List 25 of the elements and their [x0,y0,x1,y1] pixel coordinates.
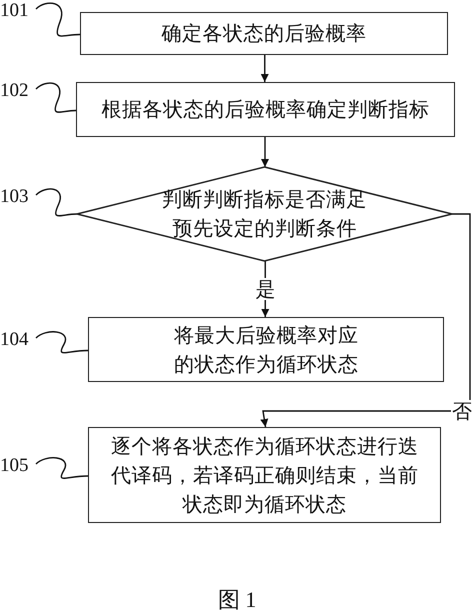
leader-line [36,2,80,37]
step-number: 104 [0,329,34,351]
leader-line [36,82,76,113]
step-number: 105 [0,455,34,477]
step-number: 103 [0,186,34,208]
step-text: 根据各状态的后验概率确定判断指标 [102,96,430,123]
leader-line [36,457,88,479]
process-box [80,12,448,55]
process-box [88,317,444,382]
step-number: 101 [0,0,34,22]
step-text: 将最大后验概率对应的状态作为循环状态 [172,322,360,378]
step-text: 逐个将各状态作为循环状态进行迭代译码，若译码正确则结束，当前状态即为循环状态 [110,432,420,518]
leader-line [36,331,88,354]
step-number: 102 [0,80,34,102]
arrow [260,213,471,428]
leader-line [36,188,78,216]
step-text: 确定各状态的后验概率 [162,20,366,47]
process-box [88,427,441,523]
arrow [261,137,269,167]
arrow [260,55,269,82]
step-text: 判断判断指标是否满足预先设定的判断条件 [162,186,367,242]
edge-label: 是 [254,278,276,300]
edge-label: 否 [451,400,473,422]
process-box [76,82,455,137]
figure-caption: 图 1 [218,587,256,610]
